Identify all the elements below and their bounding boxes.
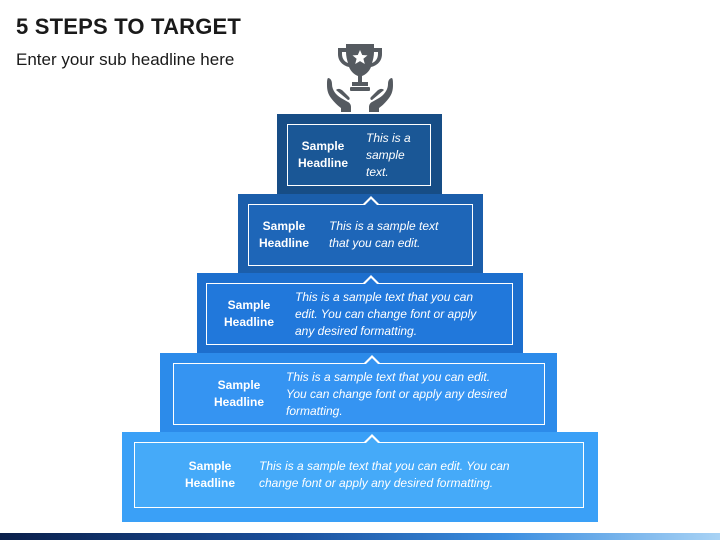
step-4-headline: Sample Headline	[213, 378, 264, 409]
trophy-in-hands-icon	[327, 44, 393, 112]
step-2-notch	[362, 196, 380, 206]
step-4-notch	[363, 355, 381, 365]
step-3-text: This is a sample text that you can edit.…	[295, 289, 477, 338]
step-4-box: Sample Headline This is a sample text th…	[173, 355, 545, 425]
step-5-text: This is a sample text that you can edit.…	[259, 459, 510, 490]
step-5-headline: Sample Headline	[184, 459, 235, 490]
step-1: Sample Headline This is a sample text.	[277, 114, 442, 194]
step-2: Sample Headline This is a sample text th…	[238, 194, 483, 273]
step-5: Sample Headline This is a sample text th…	[122, 432, 598, 522]
step-2-text: This is a sample text that you can edit.	[329, 219, 439, 250]
step-1-box: Sample Headline This is a sample text.	[287, 124, 431, 186]
step-3-box: Sample Headline This is a sample text th…	[206, 275, 513, 345]
step-2-headline: Sample Headline	[258, 219, 309, 250]
page-title: 5 STEPS TO TARGET	[16, 14, 242, 39]
step-4-text: This is a sample text that you can edit.…	[286, 369, 507, 418]
step-1-headline: Sample Headline	[297, 139, 348, 170]
step-1-text: This is a sample text.	[366, 130, 411, 179]
step-5-notch	[363, 434, 381, 444]
step-2-box: Sample Headline This is a sample text th…	[248, 196, 473, 266]
bottom-gradient-bar	[0, 533, 720, 540]
step-5-box: Sample Headline This is a sample text th…	[134, 434, 584, 508]
step-3-headline: Sample Headline	[223, 298, 274, 329]
page-subtitle: Enter your sub headline here	[16, 50, 235, 69]
step-3: Sample Headline This is a sample text th…	[197, 273, 523, 353]
step-3-notch	[362, 275, 380, 285]
step-4: Sample Headline This is a sample text th…	[160, 353, 557, 432]
